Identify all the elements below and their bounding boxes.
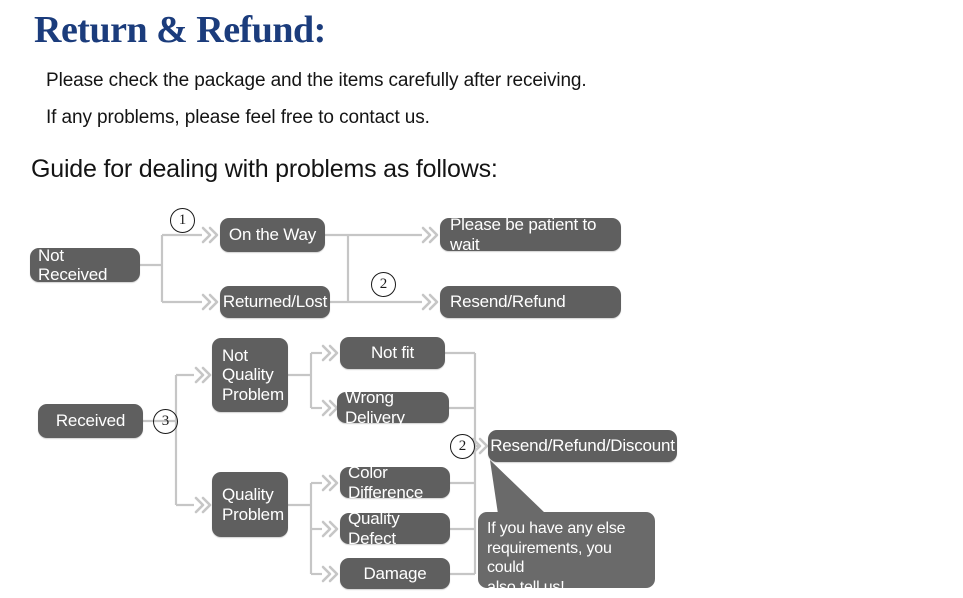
callout-bubble: If you have any else requirements, you c… (478, 512, 655, 596)
step-marker-1: 1 (170, 208, 195, 233)
intro-line-2: If any problems, please feel free to con… (46, 107, 430, 128)
node-resend-refund[interactable]: Resend/Refund (440, 286, 621, 318)
node-on-the-way[interactable]: On the Way (220, 218, 325, 252)
page-title: Return & Refund: (34, 9, 326, 51)
callout-tail (490, 460, 546, 514)
node-quality-problem[interactable]: Quality Problem (212, 472, 288, 537)
node-wrong-delivery[interactable]: Wrong Delivery (337, 388, 449, 427)
node-not-received[interactable]: Not Received (30, 246, 140, 284)
step-marker-2-lower: 2 (450, 434, 475, 459)
intro-line-1: Please check the package and the items c… (46, 70, 587, 91)
node-not-quality-problem[interactable]: Not Quality Problem (212, 338, 288, 412)
guide-heading: Guide for dealing with problems as follo… (31, 155, 498, 183)
node-returned-lost[interactable]: Returned/Lost (220, 286, 330, 318)
node-color-difference[interactable]: Color Difference (340, 463, 450, 502)
step-marker-2: 2 (371, 272, 396, 297)
step-marker-3: 3 (153, 409, 178, 434)
node-not-fit[interactable]: Not fit (340, 337, 445, 369)
node-damage[interactable]: Damage (340, 558, 450, 589)
node-received[interactable]: Received (38, 404, 143, 438)
node-quality-defect[interactable]: Quality Defect (340, 509, 450, 548)
node-resend-refund-discount[interactable]: Resend/Refund/Discount (488, 430, 677, 462)
node-please-be-patient-to-wait[interactable]: Please be patient to wait (440, 215, 621, 254)
